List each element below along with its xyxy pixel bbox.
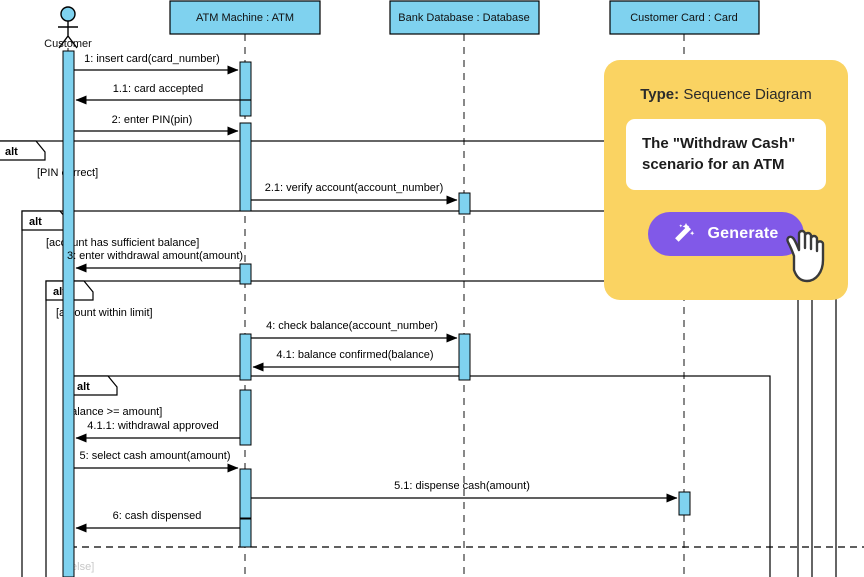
activation-atm-1 xyxy=(239,61,252,117)
message-4-1-1: 4.1.1: withdrawal approved xyxy=(75,420,240,443)
alt-frame-3-box xyxy=(45,280,837,577)
message-3-label: 3: enter withdrawal amount(amount) xyxy=(67,250,243,262)
alt-frame-4: alt [balance >= amount] [else] xyxy=(62,375,864,577)
alt-frame-2-box xyxy=(21,210,813,577)
diagram-type-value: Sequence Diagram xyxy=(683,86,812,103)
generate-button[interactable]: Generate xyxy=(647,211,805,256)
magic-wand-icon xyxy=(670,222,696,246)
diagram-type-row: Type: Sequence Diagram xyxy=(626,86,826,103)
alt-frame-2: alt [account has sufficient balance] xyxy=(21,210,813,577)
message-5-1-label: 5.1: dispense cash(amount) xyxy=(394,480,530,492)
generate-panel: Type: Sequence Diagram The "Withdraw Cas… xyxy=(604,60,848,300)
activation-atm-2 xyxy=(239,122,252,212)
activation-card-1 xyxy=(678,491,691,516)
actor-body-icon xyxy=(58,21,78,49)
alt-frame-1-tab-label: alt xyxy=(5,146,18,158)
actor-head-icon xyxy=(60,6,76,22)
activation-atm-6 xyxy=(239,468,252,519)
participant-label-atm: ATM Machine : ATM xyxy=(196,12,294,24)
message-2-label: 2: enter PIN(pin) xyxy=(112,114,193,126)
alt-frame-1: alt [PIN correct] xyxy=(0,140,799,577)
activation-atm-4 xyxy=(239,333,252,381)
participant-box-card xyxy=(609,0,760,35)
message-4-label: 4: check balance(account_number) xyxy=(266,320,438,332)
alt-frame-4-tab-label: alt xyxy=(77,381,90,393)
message-1-label: 1: insert card(card_number) xyxy=(84,53,220,65)
message-4-1-1-label: 4.1.1: withdrawal approved xyxy=(87,420,218,432)
message-4-1: 4.1: balance confirmed(balance) xyxy=(252,349,459,372)
participant-label-db: Bank Database : Database xyxy=(398,12,529,24)
alt-frame-2-tab-label: alt xyxy=(29,216,42,228)
activation-atm-5 xyxy=(239,389,252,446)
activation-db-1 xyxy=(458,192,471,215)
alt-frame-4-guard: [balance >= amount] xyxy=(62,406,162,418)
alt-frame-2-guard: [account has sufficient balance] xyxy=(46,237,199,249)
message-3: 3: enter withdrawal amount(amount) xyxy=(67,250,243,273)
generate-button-label: Generate xyxy=(707,224,779,242)
generate-button-row: Generate xyxy=(626,211,826,282)
message-1-1: 1.1: card accepted xyxy=(75,83,251,105)
prompt-textbox[interactable]: The "Withdraw Cash" scenario for an ATM xyxy=(626,119,826,190)
participant-box-db xyxy=(389,0,540,35)
activation-db-2 xyxy=(458,333,471,381)
participant-card[interactable]: Customer Card : Card xyxy=(609,0,760,35)
alt-frame-3-guard: [amount within limit] xyxy=(56,307,153,319)
participant-label-customer: Customer xyxy=(44,38,92,50)
activation-atm-3 xyxy=(239,263,252,285)
message-2-1-label: 2.1: verify account(account_number) xyxy=(265,182,444,194)
activation-customer xyxy=(62,50,75,577)
alt-frame-1-box xyxy=(0,140,799,577)
participant-label-card: Customer Card : Card xyxy=(630,12,738,24)
prompt-line-1: The "Withdraw Cash" xyxy=(642,135,796,152)
participant-db[interactable]: Bank Database : Database xyxy=(389,0,540,35)
message-5-1: 5.1: dispense cash(amount) xyxy=(251,480,678,503)
alt-frame-1-tab xyxy=(0,140,46,161)
prompt-line-2: scenario for an ATM xyxy=(642,156,785,174)
participant-atm[interactable]: ATM Machine : ATM xyxy=(169,0,321,35)
activation-atm-7 xyxy=(239,518,252,548)
message-2-1: 2.1: verify account(account_number) xyxy=(251,182,458,205)
message-6-label: 6: cash dispensed xyxy=(113,510,202,522)
message-2: 2: enter PIN(pin) xyxy=(74,114,239,136)
message-1: 1: insert card(card_number) xyxy=(74,53,239,75)
alt-frame-4-else-guard: [else] xyxy=(68,561,94,573)
participant-box-atm xyxy=(169,0,321,35)
message-1-1-label: 1.1: card accepted xyxy=(113,83,204,95)
message-4: 4: check balance(account_number) xyxy=(251,320,458,343)
message-5: 5: select cash amount(amount) xyxy=(74,450,239,473)
message-6: 6: cash dispensed xyxy=(75,510,240,533)
message-4-1-label: 4.1: balance confirmed(balance) xyxy=(276,349,433,361)
diagram-type-key: Type: xyxy=(640,86,680,103)
message-5-label: 5: select cash amount(amount) xyxy=(79,450,230,462)
participant-customer[interactable]: Customer xyxy=(44,6,92,50)
